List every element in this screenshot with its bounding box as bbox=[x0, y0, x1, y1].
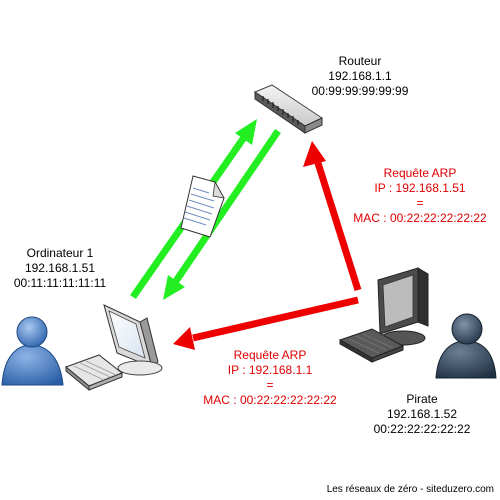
arp-request-to-computer: Requête ARP IP : 192.168.1.1 = MAC : 00:… bbox=[190, 348, 350, 408]
red-arrow-to-router bbox=[303, 141, 362, 292]
computer1-ip: 192.168.1.51 bbox=[24, 261, 96, 275]
router-icon bbox=[253, 84, 324, 134]
pirate-name: Pirate bbox=[406, 392, 438, 406]
user-icon bbox=[1, 316, 64, 386]
arp-router-mac: MAC : 00:22:22:22:22:22 bbox=[353, 211, 487, 225]
arp-request-to-router: Requête ARP IP : 192.168.1.51 = MAC : 00… bbox=[340, 166, 500, 226]
router-mac: 00:99:99:99:99:99 bbox=[311, 84, 409, 98]
arp-computer-mac: MAC : 00:22:22:22:22:22 bbox=[203, 393, 337, 407]
pirate-mac: 00:22:22:22:22:22 bbox=[373, 422, 471, 436]
footer-credit: Les réseaux de zéro - siteduzero.com bbox=[326, 484, 494, 495]
computer-icon bbox=[103, 304, 163, 376]
arp-router-ip: IP : 192.168.1.51 bbox=[374, 181, 466, 195]
pirate-ip: 192.168.1.52 bbox=[386, 407, 458, 421]
computer1-mac: 00:11:11:11:11:11 bbox=[13, 276, 107, 290]
arp-router-equals: = bbox=[416, 196, 424, 210]
router-name: Routeur bbox=[338, 54, 382, 68]
red-arrow-to-computer bbox=[173, 296, 359, 350]
arp-computer-title: Requête ARP bbox=[233, 348, 307, 362]
computer1-name: Ordinateur 1 bbox=[26, 246, 94, 260]
document-icon bbox=[180, 175, 225, 238]
router-ip: 192.168.1.1 bbox=[328, 69, 392, 83]
computer1-label: Ordinateur 1 192.168.1.51 00:11:11:11:11… bbox=[0, 246, 120, 291]
pirate-label: Pirate 192.168.1.52 00:22:22:22:22:22 bbox=[362, 392, 482, 437]
arp-computer-equals: = bbox=[266, 378, 274, 392]
router-label: Routeur 192.168.1.1 00:99:99:99:99:99 bbox=[300, 54, 420, 99]
green-arrow-to-computer bbox=[163, 129, 281, 300]
arp-router-title: Requête ARP bbox=[383, 166, 457, 180]
keyboard-icon bbox=[65, 354, 123, 392]
pirate-computer-icon bbox=[377, 267, 429, 346]
pirate-keyboard-icon bbox=[338, 328, 405, 363]
arp-computer-ip: IP : 192.168.1.1 bbox=[227, 363, 313, 377]
pirate-icon bbox=[435, 313, 497, 379]
